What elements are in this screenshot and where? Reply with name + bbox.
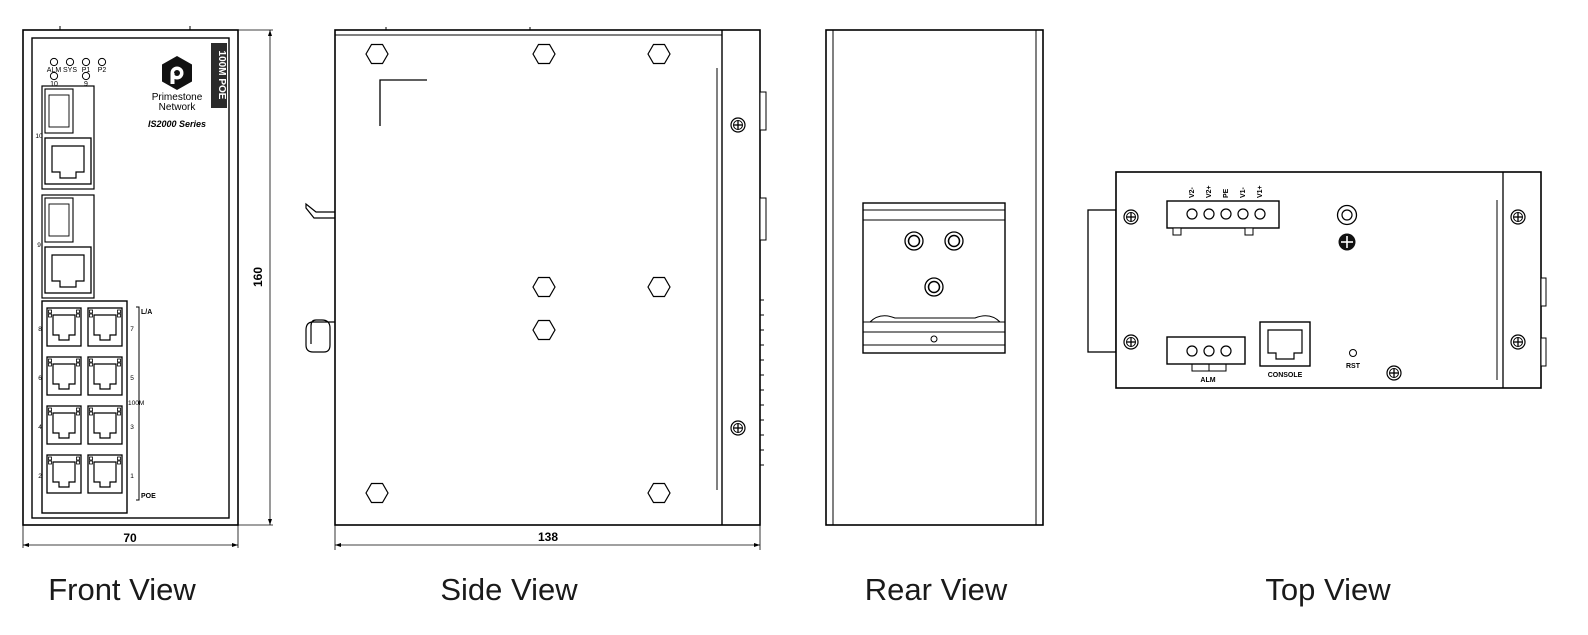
port-label-10: 10 <box>35 133 43 140</box>
caption-side-view: Side View <box>440 572 578 607</box>
rj45-port-1 <box>87 454 123 494</box>
status-leds: ALM SYS P1 P2 10 9 <box>47 57 107 88</box>
group-label-100m: 100M <box>128 400 144 407</box>
model-badge: 100M POE <box>216 51 227 100</box>
port-label-5: 5 <box>130 375 134 382</box>
screw-icon <box>1386 365 1402 381</box>
side-view: 138 <box>305 27 767 550</box>
port-label-1: 1 <box>130 473 134 480</box>
reset-label: RST <box>1346 363 1361 370</box>
dimension-width-70: 70 <box>123 531 137 545</box>
group-label-poe: POE <box>141 493 156 500</box>
console-port <box>1259 321 1311 367</box>
screw-icon <box>1510 209 1526 225</box>
led-label-p1: P1 <box>82 67 91 74</box>
caption-front-view: Front View <box>48 572 196 607</box>
led-label-sys: SYS <box>63 67 77 74</box>
screw-icon <box>1123 334 1139 350</box>
rj45-port-8 <box>46 307 82 347</box>
led-label-alm: ALM <box>47 67 62 74</box>
dimension-height-160: 160 <box>251 267 265 287</box>
caption-rear-view: Rear View <box>864 572 1008 607</box>
rj45-port-4 <box>46 405 82 445</box>
primestone-logo-icon <box>162 56 192 90</box>
power-terminal-block <box>1166 200 1280 236</box>
top-view: V2- V2+ PE V1- V1+ ALM CONSOLE <box>1087 171 1547 389</box>
screw-icon <box>1123 209 1139 225</box>
port-label-8: 8 <box>38 326 42 333</box>
dimension-depth-138: 138 <box>538 530 558 544</box>
rj45-port-6 <box>46 356 82 396</box>
screw-icon <box>730 420 746 436</box>
terminal-label-pe: PE <box>1223 188 1230 198</box>
terminal-label-v2-minus: V2- <box>1189 186 1196 198</box>
series-label: IS2000 Series <box>148 119 206 129</box>
rj45-port-5 <box>87 356 123 396</box>
led-label-10: 10 <box>50 81 58 88</box>
terminal-label-v1-minus: V1- <box>1240 186 1247 198</box>
led-label-9: 9 <box>84 81 88 88</box>
led-label-p2: P2 <box>98 67 107 74</box>
port-label-6: 6 <box>38 375 42 382</box>
screw-icon <box>1510 334 1526 350</box>
port-label-3: 3 <box>130 424 134 431</box>
console-label: CONSOLE <box>1268 372 1303 379</box>
brand-name-line2: Network <box>159 102 197 113</box>
port-label-9: 9 <box>37 242 41 249</box>
port-label-7: 7 <box>130 326 134 333</box>
front-view: 100M POE ALM SYS P1 P2 10 9 Primestone N… <box>22 26 273 548</box>
port-label-2: 2 <box>38 473 42 480</box>
alarm-terminal-block <box>1166 336 1246 372</box>
rear-view <box>825 29 1044 526</box>
rj45-port-7 <box>87 307 123 347</box>
alarm-label: ALM <box>1200 377 1215 384</box>
port-label-4: 4 <box>38 424 42 431</box>
ground-stud-icon <box>1336 204 1358 251</box>
brand-name-line1: Primestone <box>152 92 203 103</box>
din-rail-screw-icon <box>904 231 964 297</box>
reset-hole <box>1349 349 1357 357</box>
terminal-label-v2-plus: V2+ <box>1206 185 1213 198</box>
rj45-port-2 <box>46 454 82 494</box>
caption-top-view: Top View <box>1265 572 1391 607</box>
terminal-label-v1-plus: V1+ <box>1257 185 1264 198</box>
group-label-la: L/A <box>141 309 152 316</box>
rj45-port-3 <box>87 405 123 445</box>
screw-icon <box>730 117 746 133</box>
